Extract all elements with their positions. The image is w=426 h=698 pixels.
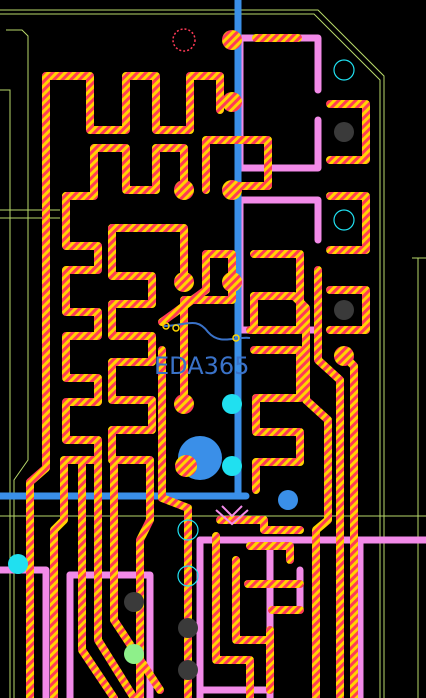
via-icon[interactable] — [334, 300, 354, 320]
via-group[interactable] — [8, 59, 355, 680]
via-icon[interactable] — [222, 456, 242, 476]
pad-icon[interactable] — [172, 28, 196, 52]
via-icon[interactable] — [333, 59, 355, 81]
pad-icon[interactable] — [222, 92, 242, 112]
pad-group[interactable] — [172, 28, 354, 414]
hatched-trace-layer[interactable] — [26, 34, 370, 698]
pad-icon[interactable] — [334, 346, 354, 366]
pad-icon[interactable] — [174, 394, 194, 414]
via-icon[interactable] — [278, 490, 298, 510]
via-icon[interactable] — [334, 122, 354, 142]
pad-icon[interactable] — [222, 30, 242, 50]
via-icon[interactable] — [178, 618, 198, 638]
via-icon[interactable] — [124, 644, 144, 664]
arrow-marker — [215, 505, 249, 526]
pad-icon[interactable] — [222, 272, 242, 292]
pad-icon[interactable] — [222, 180, 242, 200]
via-icon[interactable] — [333, 209, 355, 231]
via-icon[interactable] — [175, 455, 197, 477]
logo-icon — [162, 322, 251, 342]
via-icon[interactable] — [177, 519, 199, 541]
pad-icon[interactable] — [174, 180, 194, 200]
blue-trace-layer[interactable] — [0, 0, 250, 500]
watermark-text: EDA365 — [154, 352, 249, 380]
via-icon[interactable] — [124, 592, 144, 612]
pink-trace-layer[interactable] — [0, 34, 426, 698]
pad-icon[interactable] — [174, 272, 194, 292]
via-icon[interactable] — [177, 565, 199, 587]
via-icon[interactable] — [222, 394, 242, 414]
via-icon[interactable] — [178, 660, 198, 680]
via-icon[interactable] — [8, 554, 28, 574]
